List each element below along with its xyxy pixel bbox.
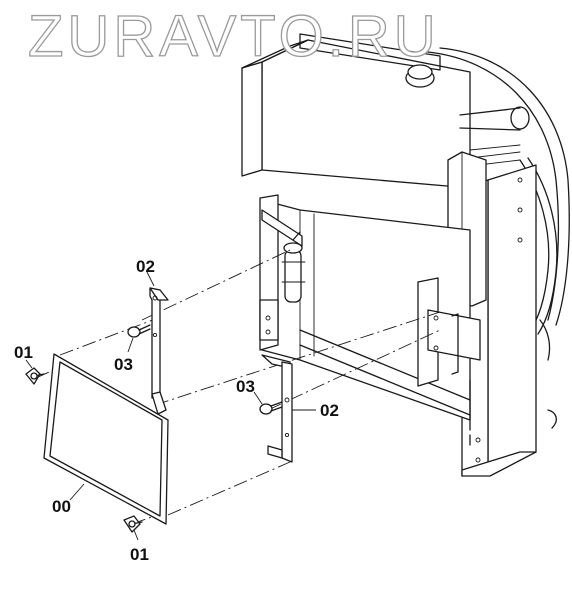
callout-03-right: 03 — [236, 377, 255, 396]
callout-02-right: 02 — [320, 401, 339, 420]
callout-00-screen: 00 — [52, 497, 71, 516]
radiator-assembly — [241, 33, 570, 477]
alignment-lines — [35, 249, 441, 525]
callout-03-left: 03 — [114, 355, 133, 374]
callout-02-top: 02 — [136, 257, 155, 276]
bolt-left — [127, 324, 151, 338]
mounting-bracket-right — [261, 354, 293, 463]
bolt-right — [259, 401, 283, 415]
mounting-bracket-left — [149, 287, 169, 415]
callout-01-top: 01 — [14, 343, 33, 362]
watermark-logo: ZURAVTO.RU — [28, 4, 440, 69]
screen-frame — [43, 353, 169, 525]
callout-01-bottom: 01 — [130, 545, 149, 564]
leader-lines — [25, 271, 316, 541]
wing-nut-top — [25, 367, 45, 385]
wing-nut-bottom — [123, 515, 143, 533]
